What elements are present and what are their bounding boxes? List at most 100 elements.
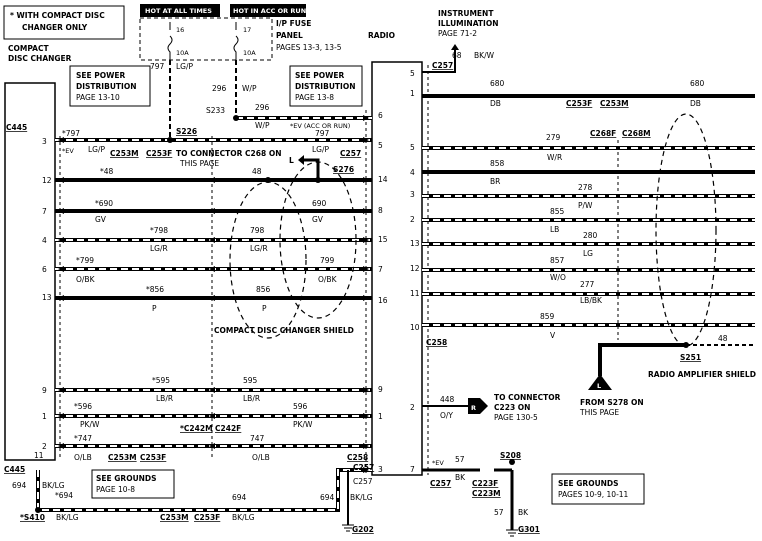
ip-fuse-3: PAGES 13-3, 13-5 bbox=[276, 43, 342, 52]
label-wires-wr: W/R bbox=[547, 153, 562, 162]
label-wires-oy: O/Y bbox=[440, 411, 453, 420]
splice-s226 bbox=[167, 137, 173, 143]
label-pins-radio_right-10: 2 bbox=[410, 403, 415, 412]
label-wires-bklg: BK/LG bbox=[56, 513, 79, 522]
fuse16-amp: 10A bbox=[176, 49, 189, 57]
label-pins-radio_left-9: 3 bbox=[378, 465, 383, 474]
label-connectors-c257: C257 bbox=[353, 463, 374, 472]
cd-changer-box bbox=[4, 82, 56, 461]
label-connectors-c257: C257 bbox=[432, 61, 453, 70]
label-connectors-c253f: C253F bbox=[146, 149, 172, 158]
label-wires-bklg: BK/LG bbox=[350, 493, 373, 502]
cd-changer-label-1: COMPACT bbox=[8, 44, 49, 53]
label-connectors-c253m: C253M bbox=[110, 149, 139, 158]
label-wires-w279: 279 bbox=[546, 133, 561, 142]
label-wires-olb: O/LB bbox=[252, 453, 270, 462]
label-wires-s690: *690 bbox=[95, 199, 113, 208]
label-wires-bklg: BK/LG bbox=[42, 481, 65, 490]
label-wires-s797: *797 bbox=[62, 129, 80, 138]
cd-note: * WITH COMPACT DISC CHANGER ONLY bbox=[3, 5, 125, 40]
splice-s208 bbox=[509, 459, 515, 465]
label-wires-w448: 448 bbox=[440, 395, 455, 404]
label-pins-radio_right-1: 1 bbox=[410, 89, 415, 98]
cd-shield-label: COMPACT DISC CHANGER SHIELD bbox=[214, 326, 354, 335]
label-pins-left-6: 9 bbox=[42, 386, 47, 395]
hot-in-acc-badge: HOT IN ACC OR RUN bbox=[230, 4, 306, 17]
label-connectors-g301: G301 bbox=[518, 525, 540, 534]
label-wires-w857: 857 bbox=[550, 256, 565, 265]
label-notes-see_grounds_left-1: PAGE 10-8 bbox=[96, 485, 135, 494]
label-wires-lgp: LG/P bbox=[88, 145, 106, 154]
badge-l-left: L bbox=[289, 156, 294, 165]
label-wires-obk: O/BK bbox=[318, 275, 338, 284]
label-connectors-c253m: C253M bbox=[108, 453, 137, 462]
label-pins-radio_left-7: 9 bbox=[378, 385, 383, 394]
fuse17-label: 17 bbox=[243, 26, 251, 34]
label-notes-see_power_right-0: SEE POWER bbox=[295, 71, 345, 80]
label-connectors-g202: G202 bbox=[352, 525, 374, 534]
label-wires-w57: 57 bbox=[494, 508, 504, 517]
see-power-right: SEE POWER DISTRIBUTION PAGE 13-8 bbox=[289, 65, 363, 107]
label-connectors-ev: *EV bbox=[62, 147, 74, 155]
label-pins-radio_left-1: 5 bbox=[378, 141, 383, 150]
label-wires-gv: GV bbox=[312, 215, 324, 224]
label-connectors-c257: C257 bbox=[430, 479, 451, 488]
fuse-panel-outline bbox=[139, 17, 273, 61]
label-wires-w694: 694 bbox=[232, 493, 247, 502]
label-pins-radio_right-8: 11 bbox=[410, 289, 420, 298]
label-wires-wo: W/O bbox=[550, 273, 566, 282]
label-wires-bkw: BK/W bbox=[474, 51, 495, 60]
label-connectors-c242f: C242F bbox=[215, 424, 241, 433]
label-pins-radio_right-7: 12 bbox=[410, 264, 420, 273]
label-pins-left-7: 1 bbox=[42, 412, 47, 421]
badge-r: R bbox=[468, 398, 488, 414]
ground-g202-icon bbox=[342, 524, 354, 532]
label-pins-left-5: 13 bbox=[42, 293, 52, 302]
label-notes-instrument_illum-1: ILLUMINATION bbox=[438, 19, 498, 28]
label-connectors-c223f: C223F bbox=[472, 479, 498, 488]
label-connectors-c257: C257 bbox=[353, 477, 373, 486]
label-wires-s48: *48 bbox=[100, 167, 114, 176]
label-connectors-s276: S276 bbox=[333, 165, 354, 174]
label-wires-bk: BK bbox=[455, 473, 466, 482]
cd-shield-ellipse-2 bbox=[279, 161, 357, 319]
label-notes-from_s278-0: FROM S278 ON bbox=[580, 398, 644, 407]
label-wires-w48: 48 bbox=[718, 334, 728, 343]
label-notes-compact_disc_note-0: * WITH COMPACT DISC bbox=[10, 11, 105, 20]
label-wires-s596: *596 bbox=[74, 402, 92, 411]
label-connectors-badge_l: L bbox=[289, 156, 294, 165]
label-wires-w694: 694 bbox=[12, 481, 27, 490]
label-wires-w277: 277 bbox=[580, 280, 595, 289]
label-connectors-c445b: C445 bbox=[4, 465, 25, 474]
label-connectors-c258: C258 bbox=[347, 453, 368, 462]
splice-s251 bbox=[683, 342, 689, 348]
label-notes-hot_at_all_times: HOT AT ALL TIMES bbox=[145, 7, 212, 15]
label-pins-radio_right-4: 3 bbox=[410, 190, 415, 199]
label-wires-s747: *747 bbox=[74, 434, 92, 443]
label-pins-radio_left-3: 8 bbox=[378, 206, 383, 215]
label-wires-w798: 798 bbox=[250, 226, 265, 235]
label-wires-w57: 57 bbox=[455, 455, 465, 464]
label-wires-w278: 278 bbox=[578, 183, 593, 192]
label-wires-lbr: LB/R bbox=[156, 394, 173, 403]
label-wires-w280: 280 bbox=[583, 231, 598, 240]
label-wires-gv: GV bbox=[95, 215, 107, 224]
label-notes-amp_shield: RADIO AMPLIFIER SHIELD bbox=[648, 370, 756, 379]
label-connectors-c253f: C253F bbox=[140, 453, 166, 462]
label-wires-w690: 690 bbox=[312, 199, 327, 208]
label-connectors-badge_l: L bbox=[597, 382, 601, 390]
label-notes-see_power_right-2: PAGE 13-8 bbox=[295, 93, 334, 102]
label-wires-lgr: LG/R bbox=[150, 244, 168, 253]
label-connectors-c223m: C223M bbox=[472, 489, 501, 498]
label-pins-radio_right-0: 5 bbox=[410, 69, 415, 78]
wire-296-label: 296 bbox=[212, 84, 227, 93]
label-wires-wp: W/P bbox=[255, 121, 270, 130]
label-wires-w595: 595 bbox=[243, 376, 258, 385]
label-wires-p: P bbox=[262, 304, 267, 313]
label-pins-radio_left-4: 15 bbox=[378, 235, 388, 244]
label-connectors-s233: S233 bbox=[206, 106, 225, 115]
label-wires-w296: 296 bbox=[255, 103, 270, 112]
label-notes-from_s278-1: THIS PAGE bbox=[579, 408, 619, 417]
label-wires-bklg: BK/LG bbox=[232, 513, 255, 522]
